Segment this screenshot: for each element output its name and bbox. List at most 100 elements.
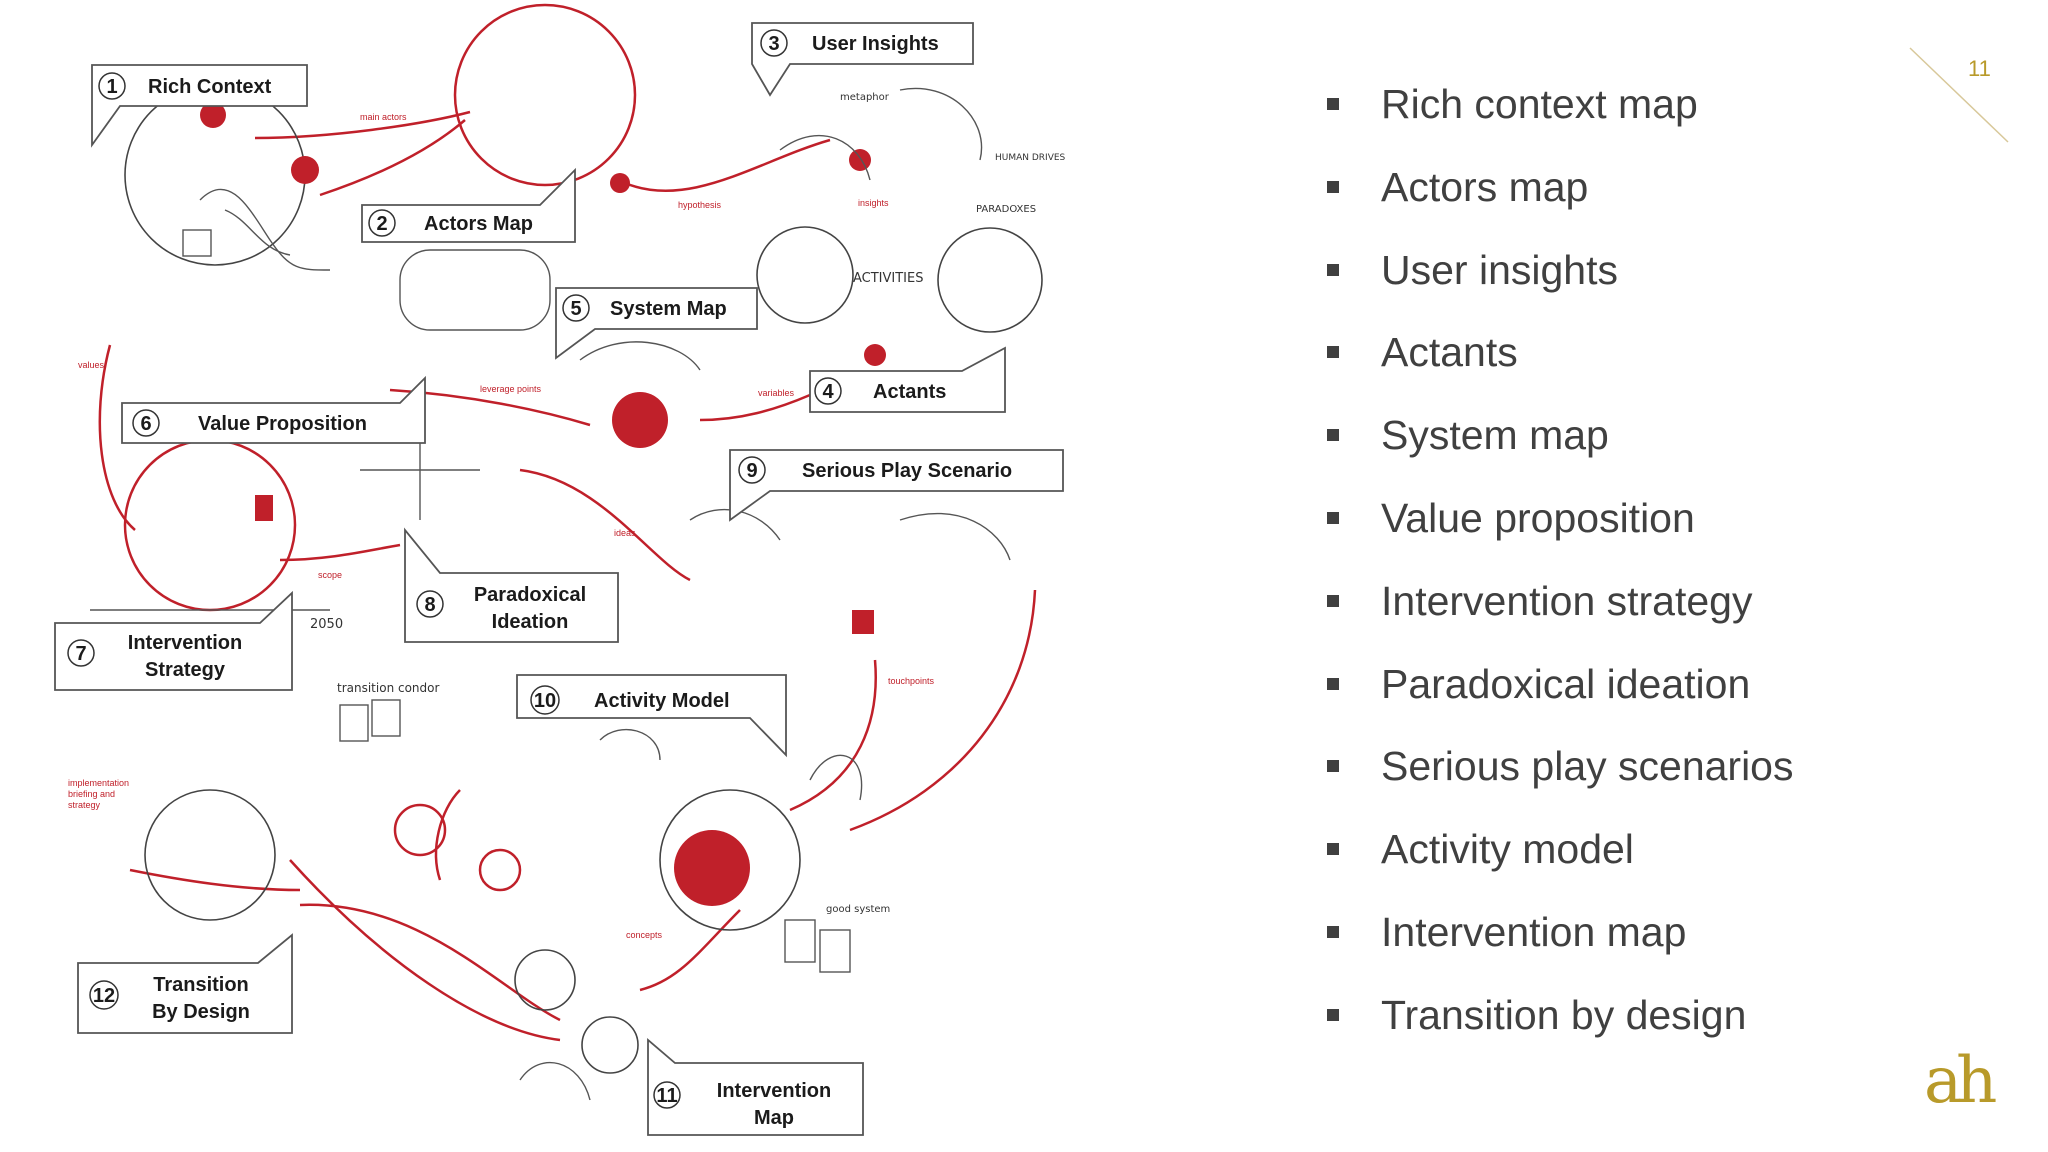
list-item-label: Intervention strategy — [1381, 577, 1753, 624]
step-number: 11 — [656, 1085, 677, 1107]
note-ideas: ideas — [614, 528, 636, 538]
note-values: values — [78, 360, 105, 370]
human-drives-text: HUMAN DRIVES — [995, 153, 1066, 163]
list-item: Rich context map — [1318, 74, 1793, 157]
step-9-serious-play-scenario: 9 Serious Play Scenario — [729, 449, 1064, 522]
step-number: 4 — [822, 381, 834, 403]
step-3-user-insights: 3 User Insights — [751, 22, 974, 97]
step-label: Activity Model — [594, 690, 730, 712]
bullet-square-icon — [1327, 760, 1339, 773]
step-number: 6 — [140, 413, 151, 435]
step-2-actors-map: 2 Actors Map — [361, 167, 576, 243]
list-item-label: Activity model — [1381, 826, 1634, 873]
paradoxes-text: PARADOXES — [976, 204, 1036, 215]
list-item: Actants — [1318, 322, 1793, 405]
note-implementation-1: implementation — [68, 778, 129, 788]
list-item-label: Actors map — [1381, 163, 1589, 210]
list-item-label: Rich context map — [1381, 81, 1698, 127]
red-accents — [200, 102, 886, 906]
step-label: Rich Context — [148, 76, 272, 98]
list-item: Serious play scenarios — [1318, 736, 1793, 819]
step-label: System Map — [610, 298, 727, 320]
list-item-label: Paradoxical ideation — [1381, 660, 1751, 707]
sketch-circles — [123, 3, 1043, 1074]
step-number: 2 — [376, 213, 387, 235]
note-touchpoints: touchpoints — [888, 676, 935, 686]
list-item: Actors map — [1318, 157, 1793, 240]
list-item: User insights — [1318, 240, 1793, 323]
metaphor-text: metaphor — [840, 92, 890, 103]
note-implementation-3: strategy — [68, 800, 101, 810]
bullet-square-icon — [1327, 511, 1339, 524]
list-item: Intervention strategy — [1318, 571, 1793, 654]
step-label-line-2: Map — [754, 1107, 794, 1129]
step-10-activity-model: 10 Activity Model — [516, 674, 787, 758]
list-item: Paradoxical ideation — [1318, 654, 1793, 737]
bullet-square-icon — [1327, 263, 1339, 276]
bullet-square-icon — [1327, 429, 1339, 442]
step-label-line-1: Paradoxical — [474, 584, 586, 606]
step-number: 8 — [424, 594, 435, 616]
list-item-label: User insights — [1381, 246, 1618, 293]
step-11-intervention-map: 11 Intervention Map — [647, 1038, 864, 1136]
methodology-diagram: ACTIVITIES 2050 transition condor HUMAN … — [54, 3, 1066, 1136]
sketch-texts: ACTIVITIES 2050 transition condor HUMAN … — [310, 92, 1066, 915]
corner-divider — [1909, 47, 2009, 143]
bullet-square-icon — [1327, 677, 1339, 690]
year-text: 2050 — [310, 617, 343, 632]
list-item-label: Value proposition — [1381, 494, 1695, 541]
list-item: System map — [1318, 405, 1793, 488]
step-label-line-2: By Design — [152, 1001, 250, 1023]
step-label: Serious Play Scenario — [802, 460, 1012, 482]
list-item-label: Serious play scenarios — [1381, 743, 1794, 790]
list-item: Intervention map — [1318, 902, 1793, 985]
step-12-transition-by-design: 12 Transition By Design — [77, 933, 293, 1034]
note-variables: variables — [758, 388, 795, 398]
step-label: User Insights — [812, 33, 939, 55]
bullet-square-icon — [1327, 925, 1339, 938]
method-list: Rich context map Actors map User insight… — [1318, 74, 1793, 1068]
note-hypothesis: hypothesis — [678, 200, 722, 210]
list-item: Transition by design — [1318, 985, 1793, 1068]
step-4-actants: 4 Actants — [809, 346, 1006, 413]
good-system-text: good system — [826, 904, 890, 915]
bullet-square-icon — [1327, 346, 1339, 359]
step-7-intervention-strategy: 7 Intervention Strategy — [54, 590, 293, 691]
list-item-label: Intervention map — [1381, 908, 1687, 955]
step-1-rich-context: 1 Rich Context — [91, 64, 308, 148]
list-item-label: System map — [1381, 412, 1609, 459]
step-8-paradoxical-ideation: 8 Paradoxical Ideation — [404, 527, 619, 643]
connector-lines — [98, 110, 1037, 1042]
list-item: Value proposition — [1318, 488, 1793, 571]
list-item-label: Actants — [1381, 329, 1518, 376]
note-leverage-points: leverage points — [480, 384, 542, 394]
note-concepts: concepts — [626, 930, 663, 940]
step-number: 9 — [746, 460, 757, 482]
activities-text: ACTIVITIES — [853, 271, 923, 286]
page-number: 11 — [1968, 56, 1991, 81]
step-number: 1 — [106, 76, 117, 98]
step-label-line-2: Ideation — [492, 611, 569, 633]
list-item-label: Transition by design — [1381, 991, 1747, 1038]
step-label-line-1: Transition — [153, 974, 249, 996]
step-label-line-1: Intervention — [717, 1080, 831, 1102]
step-label-line-1: Intervention — [128, 632, 242, 654]
step-number: 5 — [570, 298, 581, 320]
note-insights: insights — [858, 198, 889, 208]
list-item: Activity model — [1318, 819, 1793, 902]
step-6-value-proposition: 6 Value Proposition — [121, 375, 426, 444]
step-number: 12 — [93, 985, 115, 1007]
brand-logo: ah — [1924, 1044, 1997, 1118]
bullet-square-icon — [1327, 98, 1339, 110]
step-label-line-2: Strategy — [145, 659, 226, 681]
step-label: Actors Map — [424, 213, 533, 235]
step-number: 3 — [768, 33, 779, 55]
step-number: 7 — [75, 643, 86, 665]
note-scope: scope — [318, 570, 342, 580]
step-number: 10 — [534, 690, 556, 712]
transition-condor-text: transition condor — [337, 681, 439, 695]
bullet-square-icon — [1327, 180, 1339, 193]
bullet-square-icon — [1327, 594, 1339, 607]
step-label: Actants — [873, 381, 946, 403]
connector-notes: main actors hypothesis insights values l… — [68, 112, 935, 940]
